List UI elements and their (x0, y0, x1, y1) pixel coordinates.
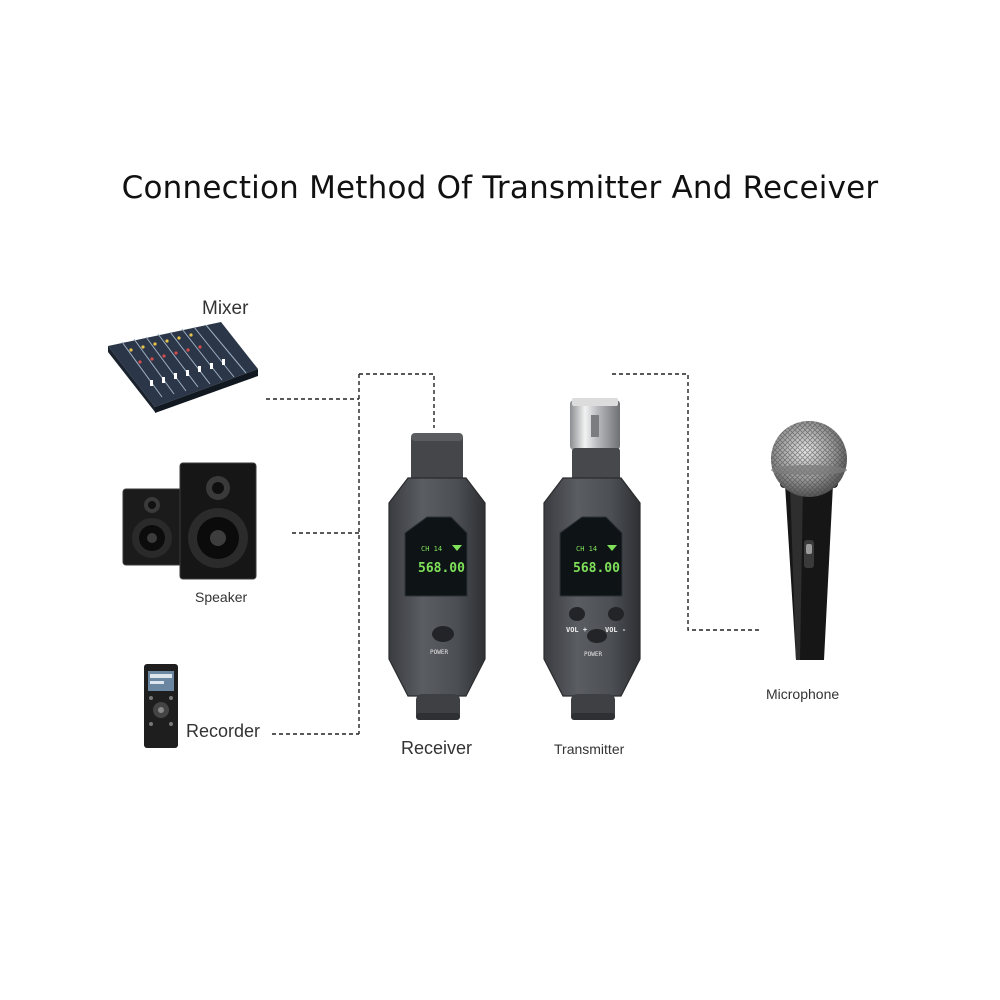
receiver-power-label: POWER (430, 649, 448, 656)
transmitter-vol-down-button[interactable] (608, 607, 624, 621)
mic-connector (612, 373, 760, 631)
transmitter-power-label: POWER (584, 651, 602, 658)
receiver-channel-text: CH 14 (421, 545, 442, 553)
recorder-label: Recorder (186, 721, 261, 741)
mixer-icon (108, 322, 258, 413)
transmitter-vol-up-label: VOL + (566, 626, 587, 634)
receiver-signal-icon (452, 545, 462, 551)
speaker-icon (122, 462, 257, 580)
receiver-label: Receiver (401, 738, 473, 758)
transmitter-power-button[interactable] (587, 629, 607, 643)
speaker-label: Speaker (195, 589, 248, 605)
transmitter-vol-up-button[interactable] (569, 607, 585, 621)
mixer-label: Mixer (202, 298, 249, 319)
receiver-frequency-text: 568.00 (418, 561, 465, 576)
connector-lines (266, 373, 760, 735)
recorder-icon (144, 664, 178, 748)
microphone-icon (771, 421, 847, 660)
page-title: Connection Method Of Transmitter And Rec… (121, 170, 879, 206)
receiver-power-button[interactable] (432, 626, 454, 642)
transmitter-unit: CH 14 568.00 VOL + VOL - POWER (543, 398, 641, 720)
transmitter-label: Transmitter (554, 741, 625, 757)
microphone-label: Microphone (766, 686, 840, 702)
transmitter-vol-down-label: VOL - (605, 626, 626, 634)
transmitter-signal-icon (607, 545, 617, 551)
transmitter-frequency-text: 568.00 (573, 561, 620, 576)
receiver-unit: CH 14 568.00 POWER (388, 433, 486, 720)
transmitter-channel-text: CH 14 (576, 545, 597, 553)
bus-top (359, 373, 435, 428)
